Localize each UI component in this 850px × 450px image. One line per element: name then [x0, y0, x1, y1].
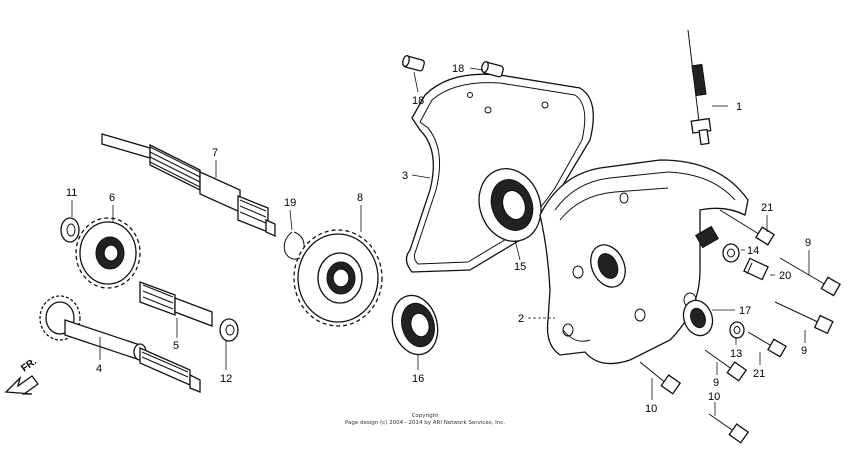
- bolt-21-upper[interactable]: [719, 209, 776, 246]
- bolt-9-right-upper[interactable]: [779, 257, 841, 297]
- callout-12: 12: [220, 373, 232, 385]
- oil-seal-17[interactable]: [679, 296, 718, 339]
- dipstick[interactable]: [658, 15, 712, 146]
- gear-6[interactable]: [75, 217, 141, 289]
- callout-21-upper: 21: [761, 202, 773, 214]
- callout-5: 5: [173, 340, 179, 352]
- washer-12[interactable]: [219, 318, 239, 342]
- callout-4: 4: [96, 363, 102, 375]
- front-direction-arrow: FR.: [4, 356, 39, 395]
- callout-1: 1: [736, 101, 742, 113]
- snap-ring-19[interactable]: [283, 231, 305, 260]
- callout-2: 2: [518, 313, 524, 325]
- callout-numbers: 1 2 3 4 5 6 7 8 9 9 9 10 10 11 12 13 14 …: [66, 63, 811, 415]
- washer-14[interactable]: [722, 243, 740, 263]
- callout-10-center: 10: [645, 403, 657, 415]
- callout-16: 16: [412, 373, 424, 385]
- callout-9-center: 9: [713, 377, 719, 389]
- gear-8[interactable]: [293, 229, 383, 327]
- shaft-4[interactable]: [39, 295, 201, 393]
- bearing-15[interactable]: [469, 160, 551, 250]
- callout-18-left: 18: [412, 95, 424, 107]
- callout-8: 8: [357, 192, 363, 204]
- copyright-line-1: Copyright: [411, 413, 439, 419]
- callout-20: 20: [779, 270, 791, 282]
- callout-17: 17: [739, 305, 751, 317]
- washer-13[interactable]: [729, 321, 745, 339]
- front-direction-label: FR.: [19, 356, 39, 374]
- callout-18-right: 18: [452, 63, 464, 75]
- callout-3: 3: [402, 170, 408, 182]
- bolt-21-lower[interactable]: [747, 331, 787, 358]
- bolt-9-right-lower[interactable]: [774, 301, 834, 335]
- bolt-9-center[interactable]: [704, 349, 748, 382]
- shaft-7[interactable]: [101, 133, 276, 238]
- callout-19: 19: [284, 197, 296, 209]
- callout-7: 7: [212, 147, 218, 159]
- callout-15: 15: [514, 261, 526, 273]
- drain-plug-20[interactable]: [743, 257, 769, 281]
- callout-10-bottom: 10: [708, 391, 720, 403]
- transmission-cover[interactable]: [539, 159, 749, 365]
- copyright-line-2: Page design (c) 2004 - 2014 by ARI Netwo…: [344, 420, 506, 426]
- dowel-pin-left[interactable]: [402, 54, 425, 72]
- callout-14: 14: [747, 245, 759, 257]
- callout-21-lower: 21: [753, 368, 765, 380]
- callout-9-upper: 9: [805, 237, 811, 249]
- washer-11[interactable]: [60, 217, 80, 243]
- callout-9-right: 9: [801, 345, 807, 357]
- shaft-5[interactable]: [139, 281, 213, 327]
- bolt-10-center[interactable]: [639, 361, 682, 395]
- dowel-pin-right[interactable]: [481, 60, 504, 78]
- bearing-16[interactable]: [386, 290, 444, 359]
- callout-6: 6: [109, 192, 115, 204]
- bolt-10-bottom[interactable]: [708, 413, 750, 444]
- callout-13: 13: [730, 348, 742, 360]
- callout-11: 11: [66, 187, 77, 199]
- leader-lines: [71, 67, 810, 416]
